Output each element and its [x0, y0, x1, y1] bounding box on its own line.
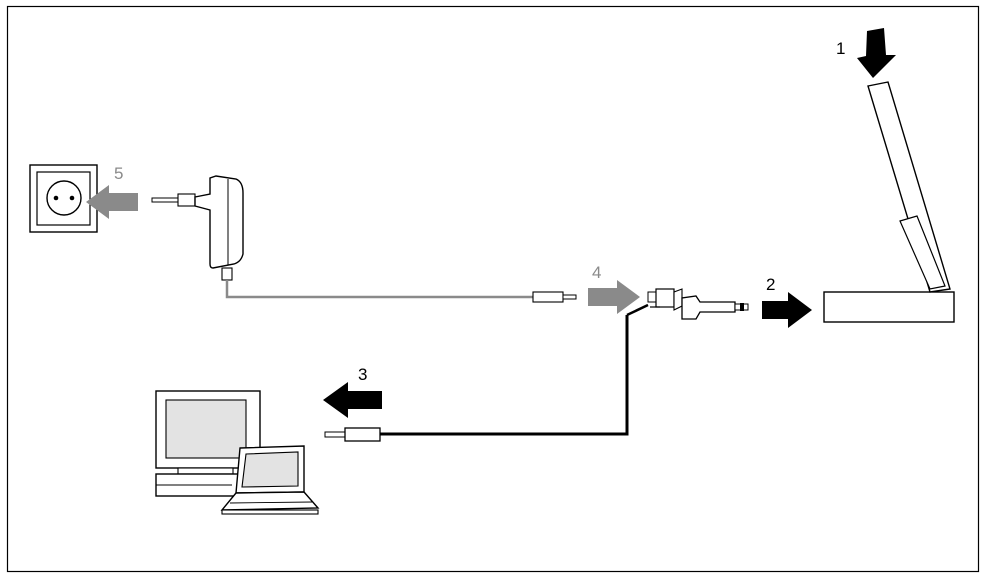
- step-1-label: 1: [836, 39, 845, 58]
- usb-cable: [380, 315, 629, 436]
- notebook-icon: [220, 445, 320, 515]
- dc-plug-icon: [532, 291, 577, 303]
- docking-cradle-icon: [823, 291, 955, 323]
- step-1-arrow: [857, 28, 896, 78]
- step-5-label: 5: [114, 164, 123, 183]
- diagram-frame: [6, 5, 980, 573]
- power-adapter-icon: [151, 175, 244, 281]
- step-2-label: 2: [766, 275, 775, 294]
- adapter-cable: [225, 280, 533, 299]
- step-4-label: 4: [592, 263, 601, 282]
- usb-plug-pc-end: [324, 427, 381, 442]
- step-3-label: 3: [358, 365, 367, 384]
- handheld-device-icon: [867, 81, 951, 293]
- step-5-arrow: [86, 185, 138, 219]
- usb-plug-icon: [647, 288, 749, 320]
- wall-socket-icon: [29, 164, 98, 233]
- step-2-arrow: [762, 292, 812, 328]
- step-3-arrow: [323, 382, 382, 418]
- step-4-arrow: [588, 280, 640, 314]
- cable-junction: [626, 303, 649, 317]
